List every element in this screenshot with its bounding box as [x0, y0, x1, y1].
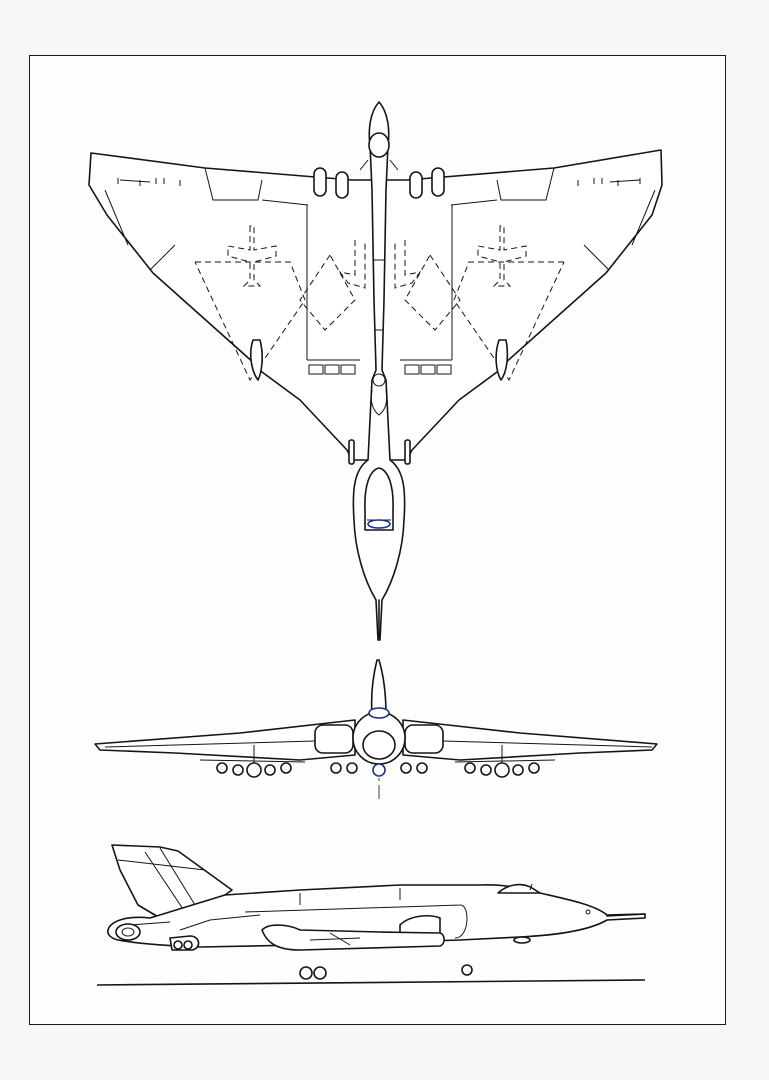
- plan-wing-panel-lines: [104, 167, 656, 360]
- side-store: [261, 924, 445, 951]
- front-intake-left: [314, 724, 354, 754]
- side-ground-line: [96, 979, 646, 986]
- side-wing-lines: [129, 888, 468, 939]
- side-pod-circles: [173, 940, 193, 950]
- front-stores: [199, 745, 556, 778]
- plan-wing-pods: [250, 339, 509, 381]
- plan-engine-intakes: [313, 167, 445, 199]
- side-view: [96, 844, 646, 986]
- front-fin: [370, 659, 387, 716]
- front-wing-right: [402, 719, 658, 761]
- side-nose-mark: [585, 909, 591, 915]
- plan-gear-marks: [348, 439, 411, 465]
- plan-view: [88, 101, 663, 641]
- side-pitot: [606, 913, 646, 917]
- side-canopy: [497, 883, 541, 894]
- plan-canopy-window: [367, 519, 391, 529]
- front-wing-left: [94, 719, 356, 761]
- plan-wing-marks: [117, 178, 641, 186]
- front-nose: [362, 730, 396, 760]
- plan-tail-bulge: [368, 132, 390, 158]
- front-canopy: [368, 707, 390, 719]
- plan-radome-circle: [372, 373, 386, 387]
- front-intake-right: [404, 724, 444, 754]
- front-view: [94, 659, 658, 800]
- plan-dashed-stores: [194, 225, 565, 382]
- side-wheels: [299, 936, 531, 980]
- plan-flap-boxes: [307, 359, 452, 375]
- side-tail-detail: [115, 923, 141, 941]
- side-fuselage: [107, 884, 646, 948]
- plan-canopy: [364, 467, 394, 531]
